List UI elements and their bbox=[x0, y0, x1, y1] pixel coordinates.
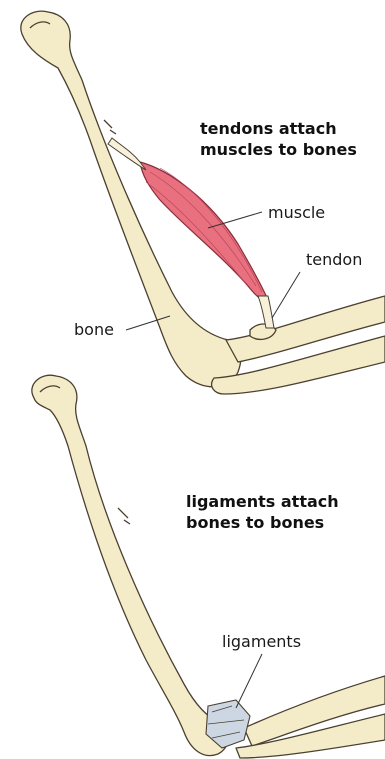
heading-tendons-line1: tendons attach bbox=[200, 118, 357, 139]
heading-tendons-line2: muscles to bones bbox=[200, 139, 357, 160]
label-tendon: tendon bbox=[306, 250, 362, 270]
humerus-bone-top bbox=[21, 11, 241, 387]
label-bone: bone bbox=[74, 320, 114, 340]
label-muscle: muscle bbox=[268, 203, 325, 223]
heading-tendons: tendons attach muscles to bones bbox=[200, 118, 357, 160]
label-ligaments: ligaments bbox=[222, 632, 301, 652]
tendon-leader-line bbox=[272, 272, 300, 318]
ligaments-leader-line bbox=[236, 654, 262, 708]
lower-tendon bbox=[258, 296, 274, 328]
humerus-bone-bottom bbox=[32, 375, 229, 755]
heading-ligaments-line1: ligaments attach bbox=[186, 491, 339, 512]
heading-ligaments: ligaments attach bones to bones bbox=[186, 491, 339, 533]
heading-ligaments-line2: bones to bones bbox=[186, 512, 339, 533]
